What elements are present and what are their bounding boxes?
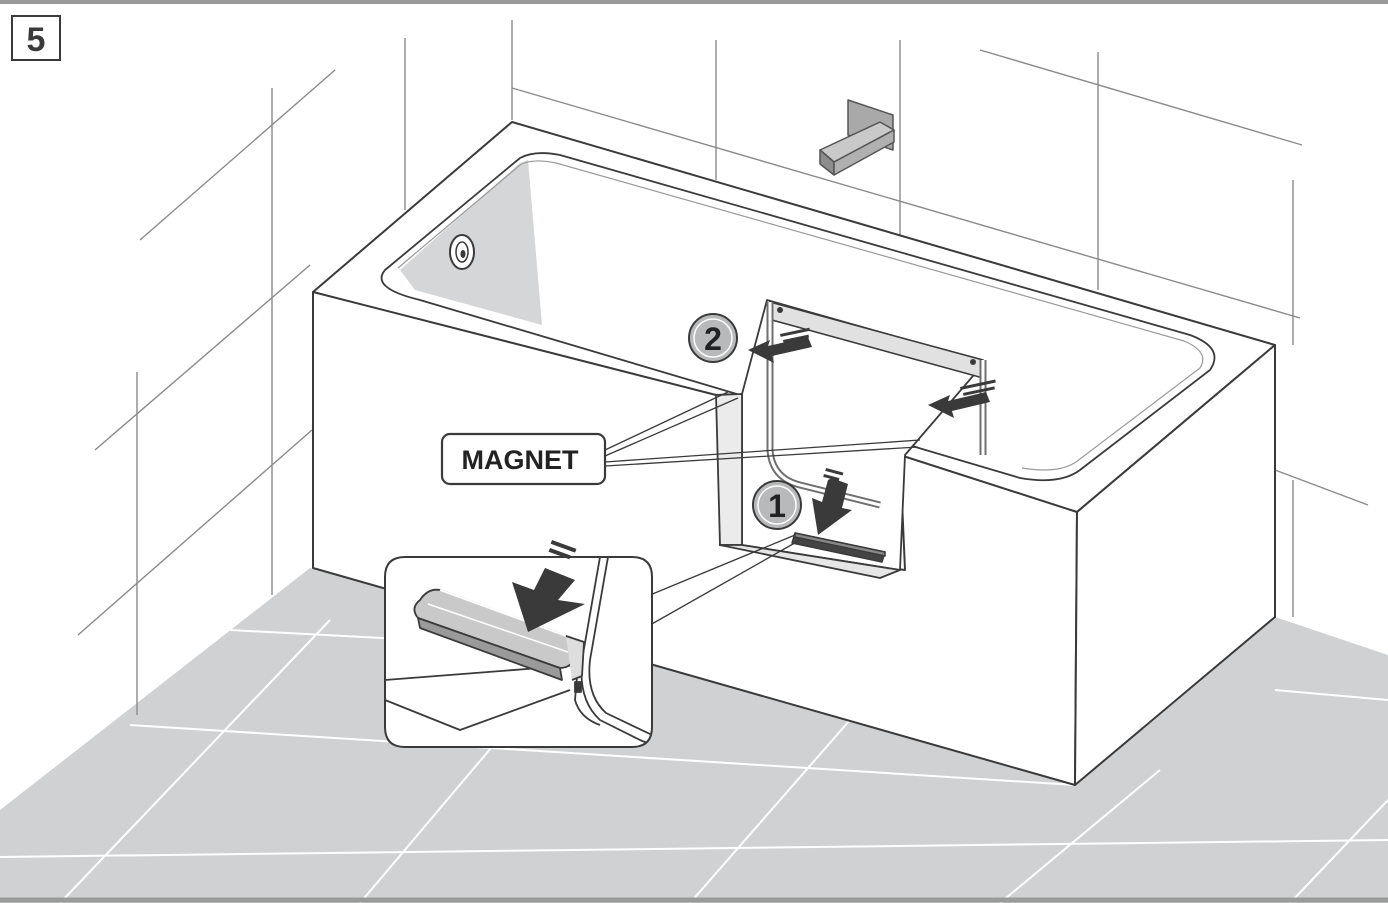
step-number: 5 [27, 21, 46, 59]
floor [0, 568, 1388, 903]
arrow-2-right-icon [928, 379, 996, 418]
callout-1-number: 1 [768, 488, 786, 524]
magnet-leader-lines [604, 391, 921, 467]
arrow-1-down-icon [812, 468, 852, 535]
callout-2-number: 2 [704, 321, 722, 357]
arrow-2-left-icon [748, 327, 812, 363]
magnet-label-box: MAGNET [440, 432, 607, 486]
zoom-inset [384, 540, 653, 748]
door-opening [715, 299, 986, 579]
direction-arrows [748, 327, 996, 535]
basin-inner-rim [397, 160, 1204, 471]
callout-1: 1 [752, 480, 802, 530]
zoom-leader-lines [649, 534, 801, 626]
faucet [819, 99, 895, 176]
door-frame [766, 300, 987, 509]
magnet-label: MAGNET [462, 445, 579, 475]
inset-arrow-down-icon [512, 540, 585, 632]
step-number-box: 5 [11, 15, 61, 61]
overflow-drain-icon [449, 234, 475, 270]
wall-tile-lines [77, 20, 1369, 715]
callout-2: 2 [688, 313, 738, 363]
